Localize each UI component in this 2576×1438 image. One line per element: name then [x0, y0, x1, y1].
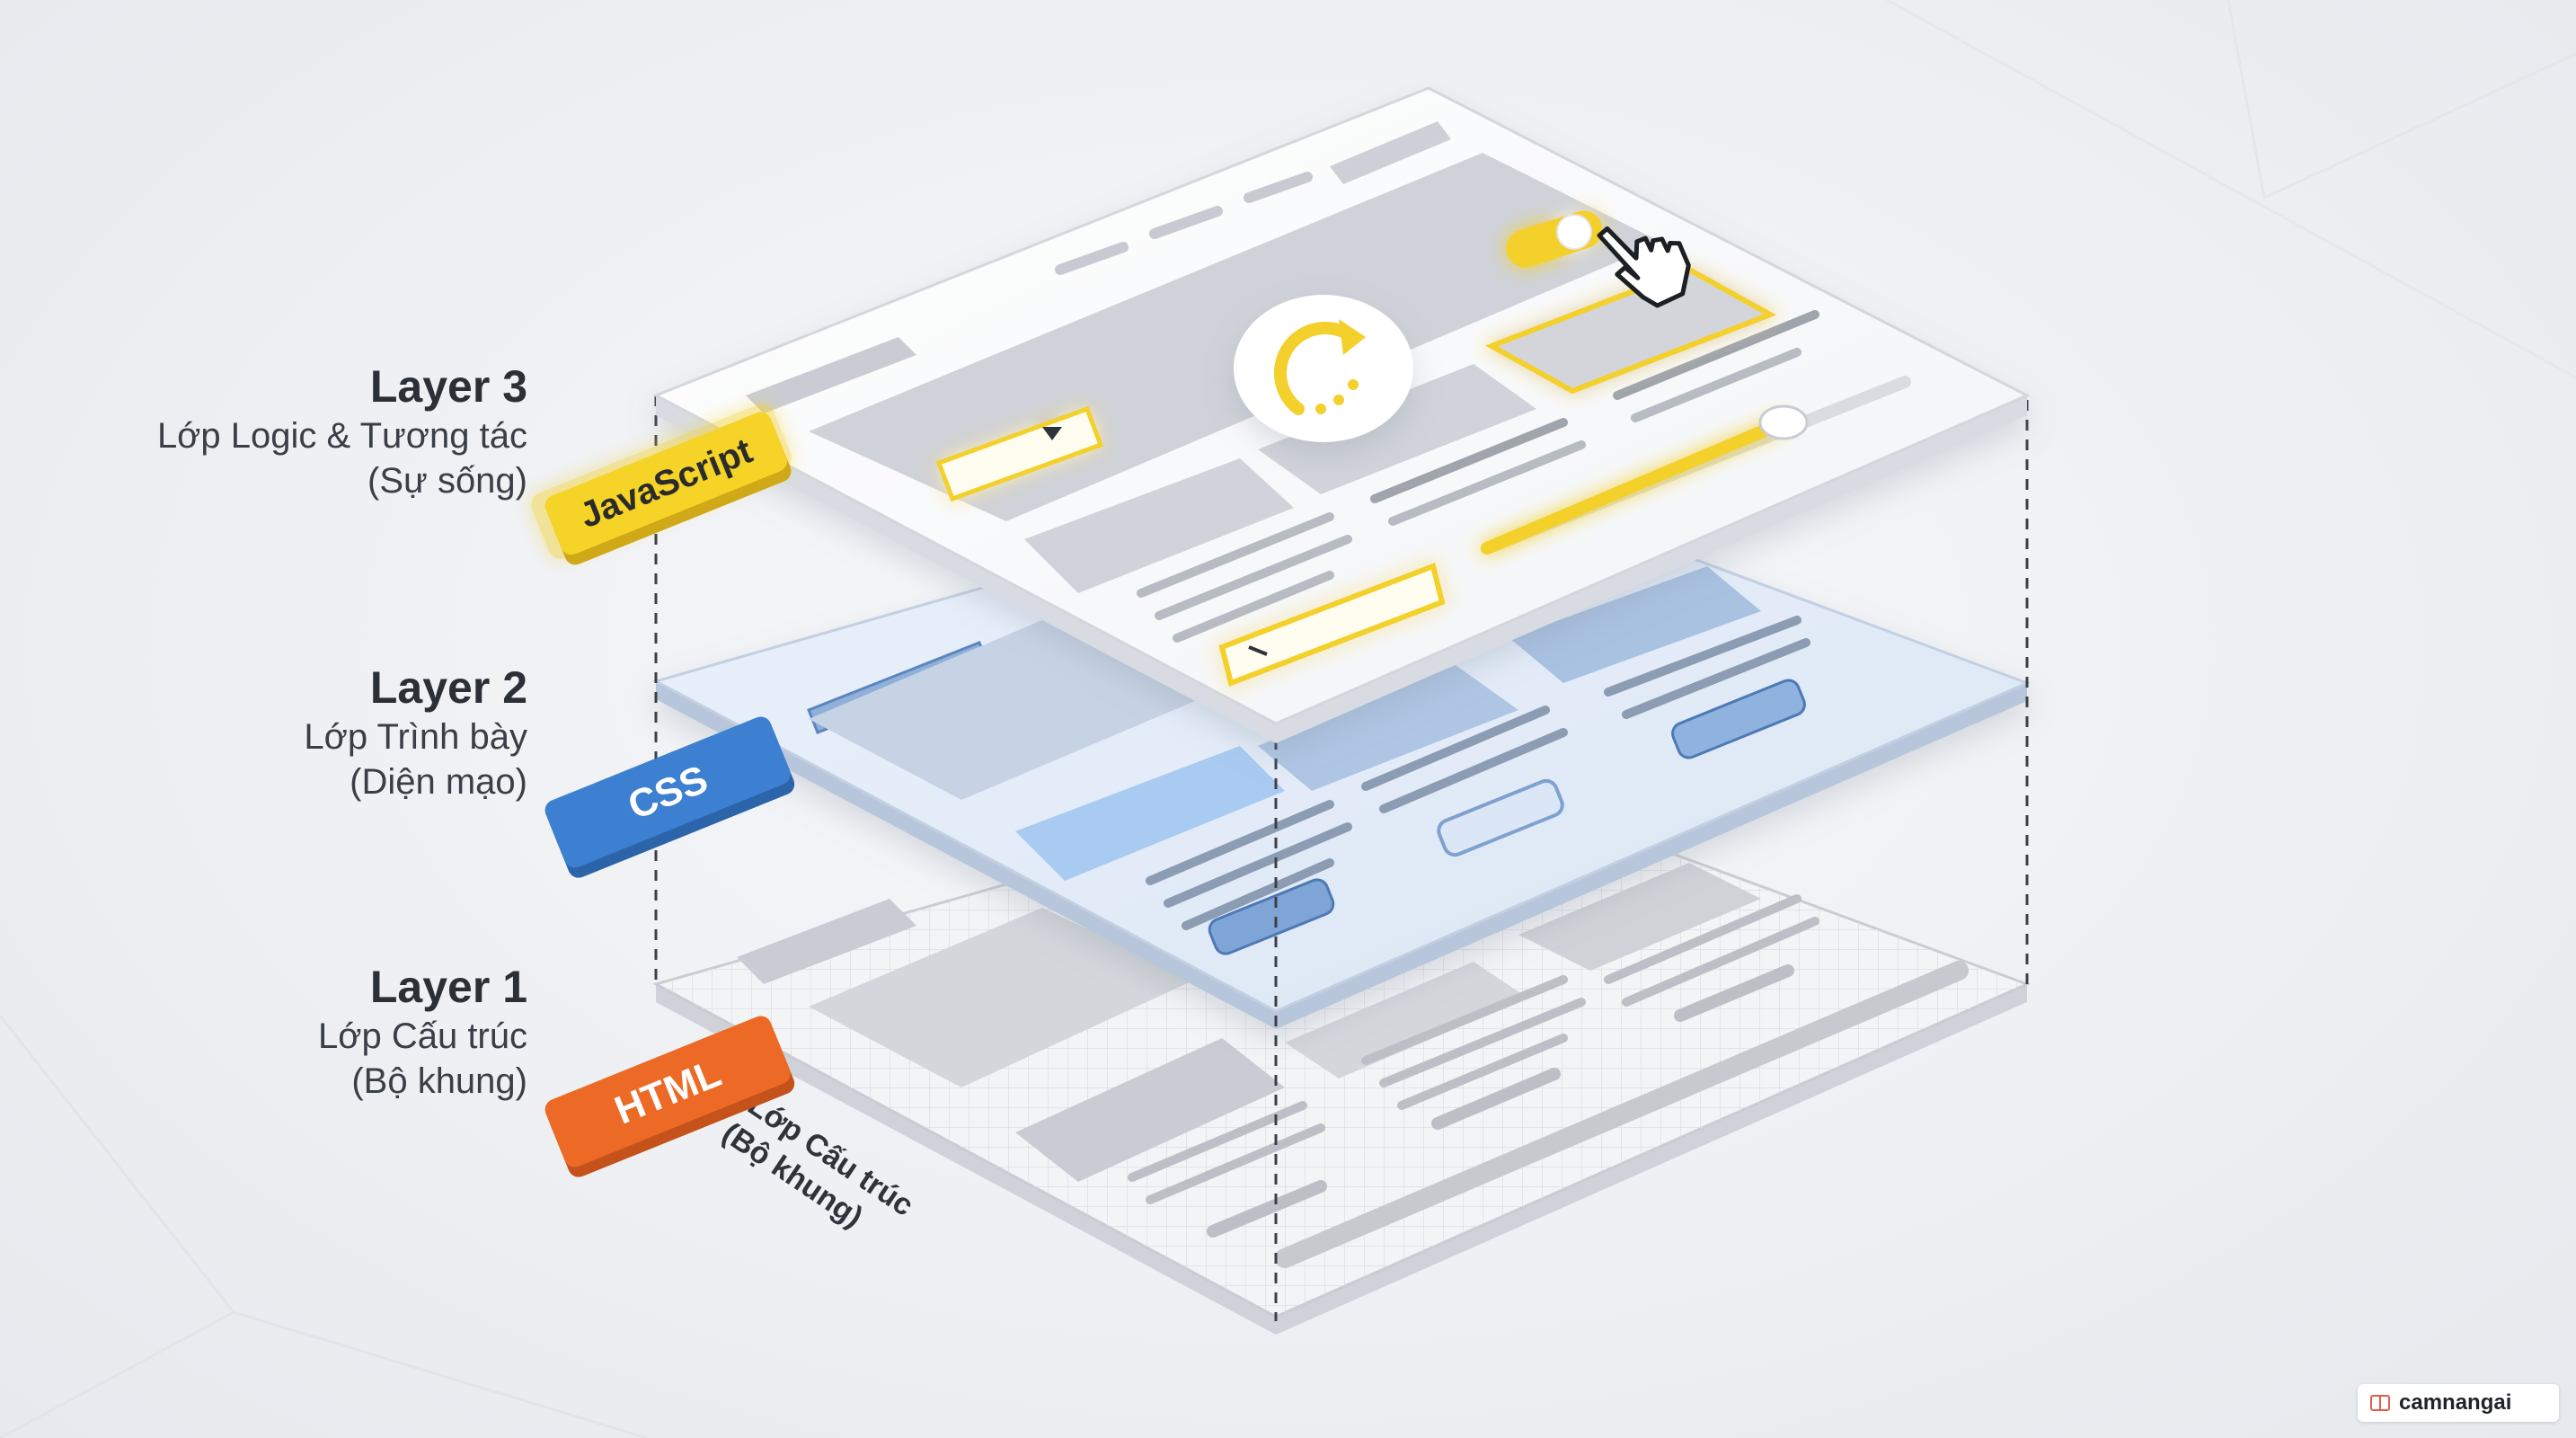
javascript-tag: JavaScript: [531, 404, 792, 565]
watermark-text: camnangai: [2399, 1390, 2512, 1415]
slider-widget: [1481, 376, 1911, 555]
layer-3-desc-1: Lớp Logic & Tương tác: [156, 416, 527, 456]
dropdown-widget: [935, 405, 1104, 502]
layer-1-label: Layer 1 Lớp Cấu trúc (Bộ khung): [318, 960, 527, 1104]
layer-3-content: [746, 121, 1911, 688]
guide-lines: [654, 395, 2029, 1321]
layer-2-content: [807, 566, 1810, 955]
layer-2-desc-2: (Diện mạo): [350, 762, 527, 802]
chevron-down-icon: [1042, 427, 1062, 440]
html-tag: HTML: [544, 1016, 795, 1177]
refresh-icon: [1234, 295, 1413, 442]
layer-2-label: Layer 2 Lớp Trình bày (Diện mạo): [304, 661, 527, 804]
css-tag: CSS: [544, 716, 795, 878]
layer-3-label: Layer 3 Lớp Logic & Tương tác (Sự sống): [157, 360, 527, 503]
text-input-widget: [1218, 562, 1446, 688]
toggle-switch: [1506, 210, 1603, 268]
watermark: camnangai: [2358, 1384, 2559, 1422]
book-icon: [2370, 1395, 2390, 1411]
layer-1-panel: [652, 762, 2031, 1335]
layer-2-desc-1: Lớp Trình bày: [304, 717, 527, 757]
layer-3-title: Layer 3: [369, 361, 527, 412]
layer-2-title: Layer 2: [369, 662, 527, 713]
highlight-card: [1484, 266, 1777, 395]
layer-3-desc-2: (Sự sống): [367, 461, 527, 501]
layer-1-title: Layer 1: [369, 962, 527, 1012]
layer-1-desc-2: (Bộ khung): [351, 1061, 527, 1101]
layer-1-desc-1: Lớp Cấu trúc: [317, 1016, 527, 1056]
hand-pointer-icon: [1597, 226, 1691, 308]
